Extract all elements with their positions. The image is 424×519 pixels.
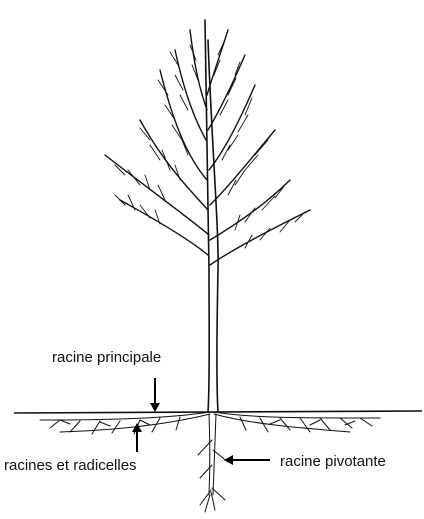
tap-root-label: racine pivotante	[280, 454, 386, 469]
tap-root	[198, 414, 228, 512]
fine-roots-label: racines et radicelles	[4, 458, 137, 473]
arrow-main-root	[150, 378, 160, 412]
arrow-tap-root	[224, 455, 270, 465]
main-root-label: racine principale	[52, 350, 161, 365]
